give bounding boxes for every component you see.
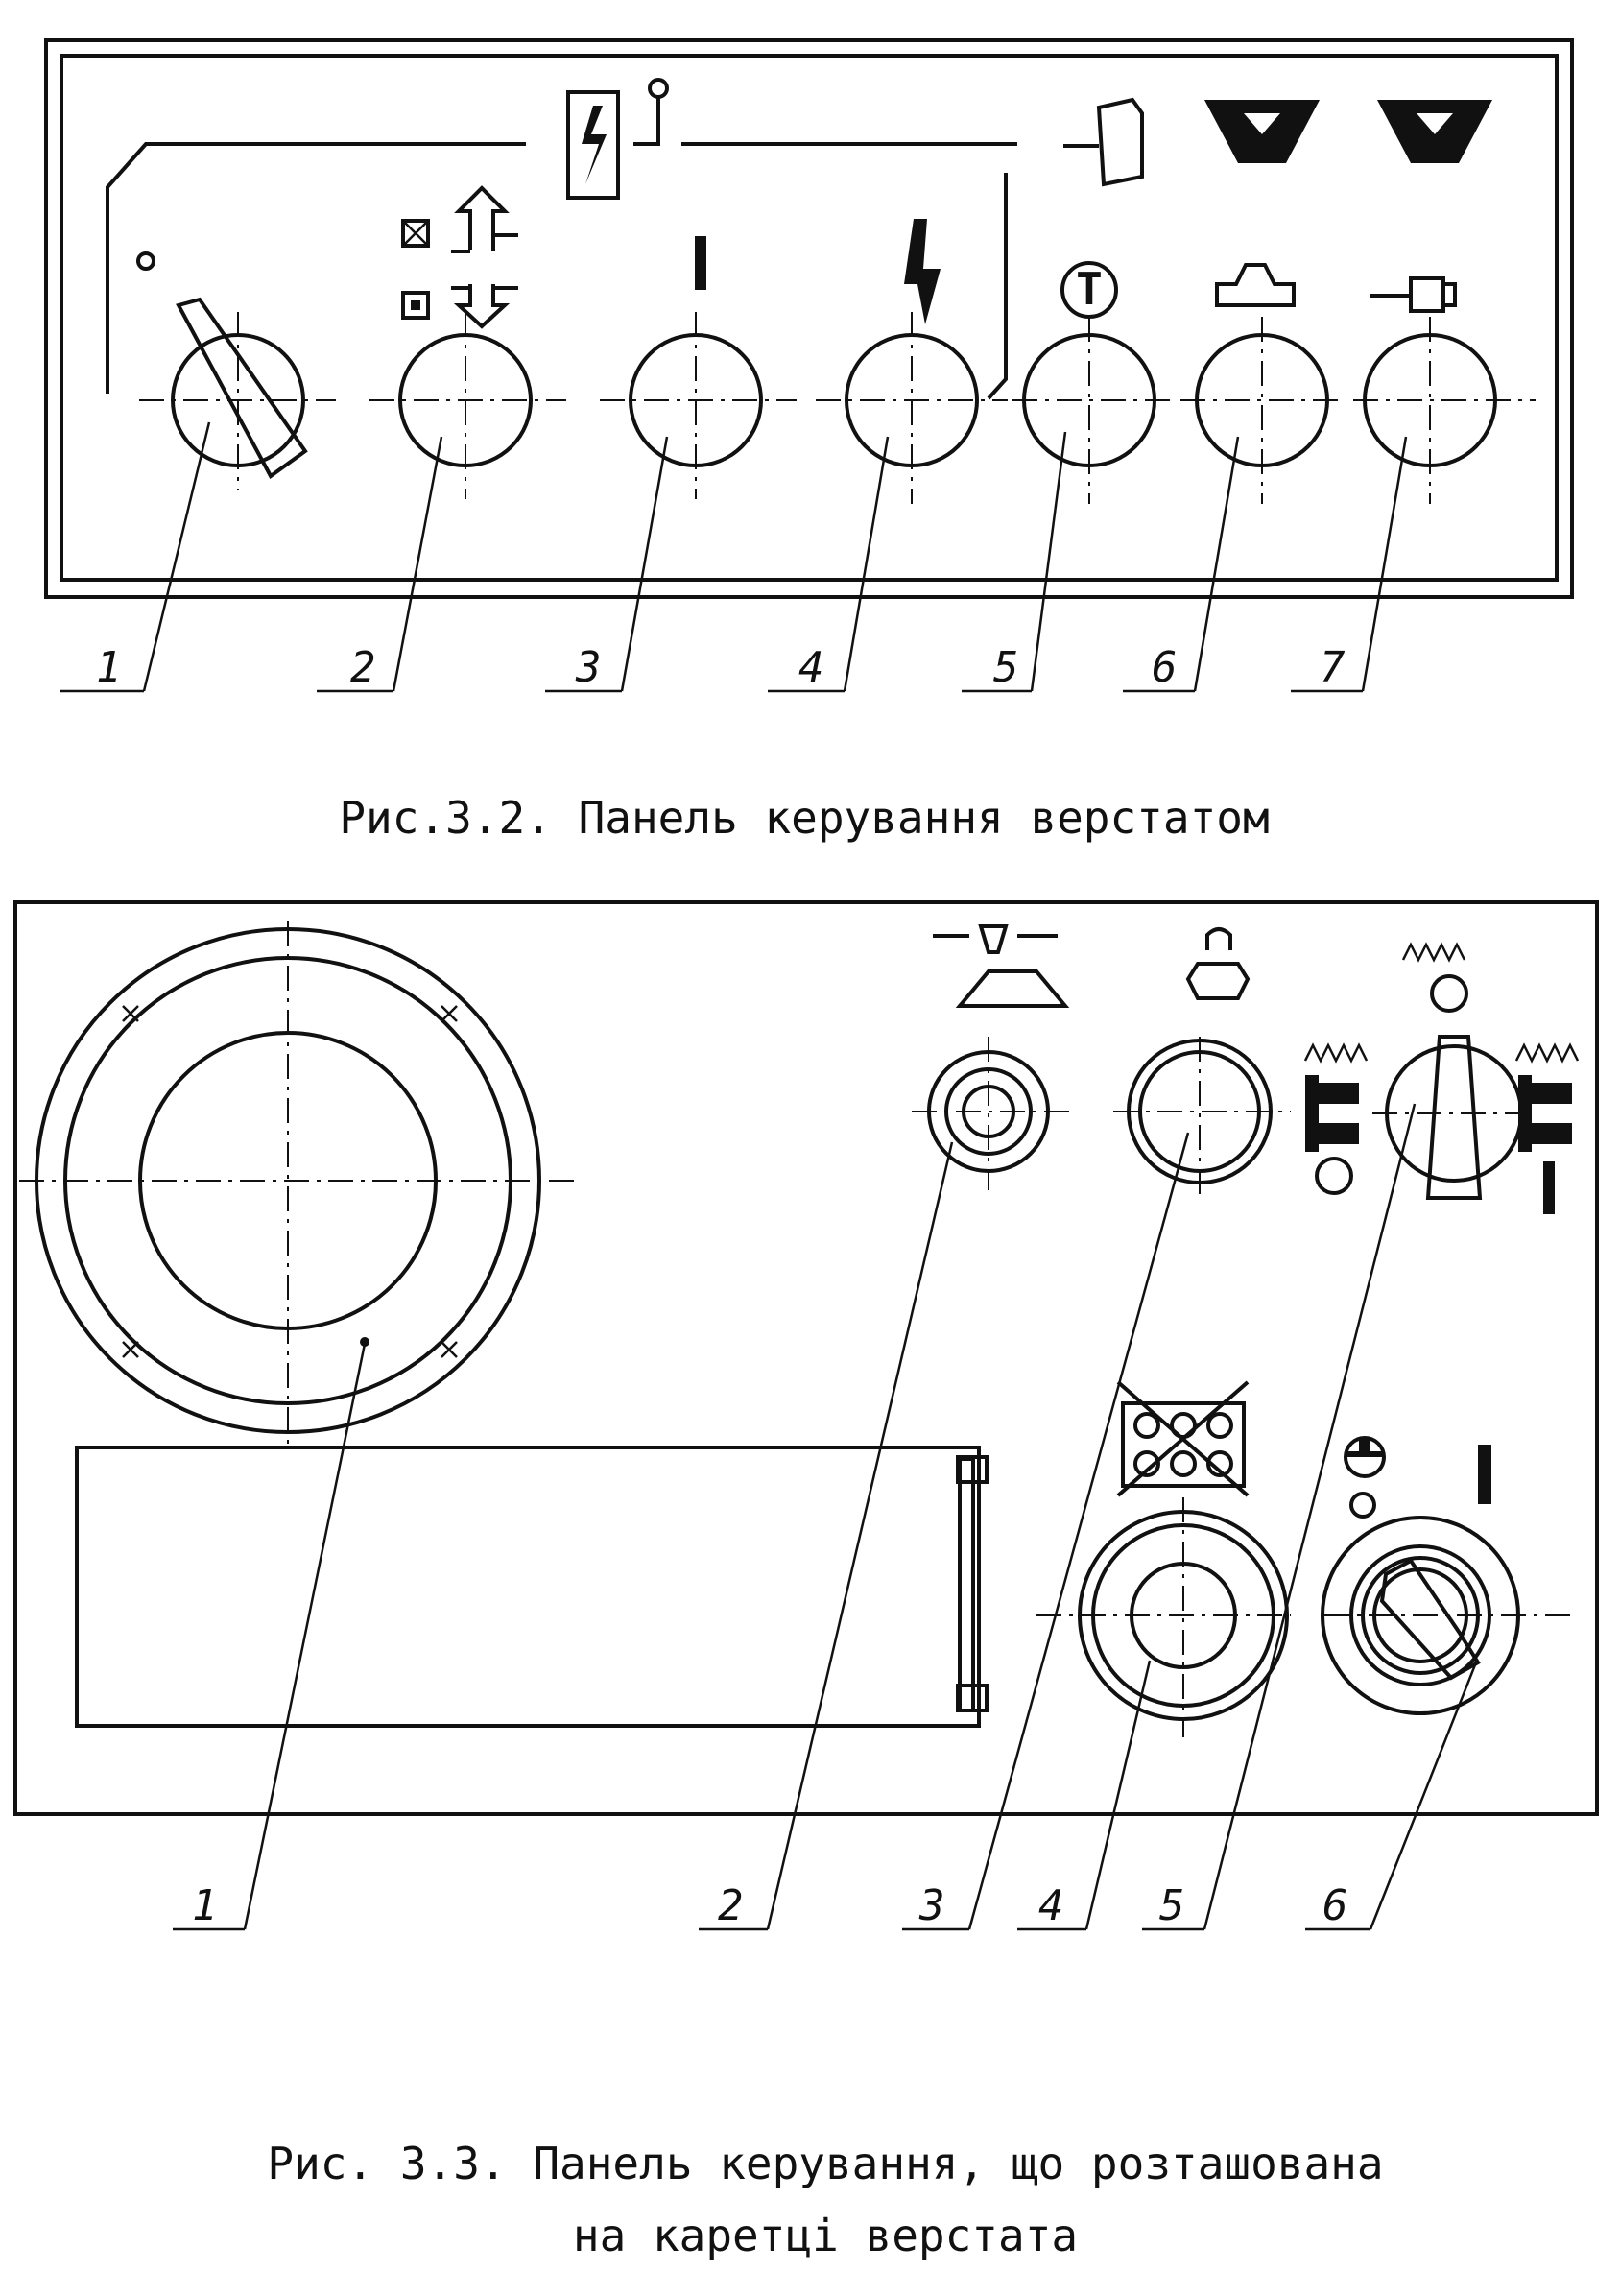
coolant-switch-icon xyxy=(1303,942,1580,1214)
v-block-icon xyxy=(1377,100,1492,163)
v-block-icon xyxy=(1204,100,1320,163)
up-down-arrows-icon xyxy=(401,185,518,329)
wire-line-drop xyxy=(987,173,1008,400)
clamp-icon xyxy=(1215,263,1296,307)
label-7: 7 xyxy=(1320,643,1346,692)
spindle-small-icon xyxy=(1370,276,1457,313)
chuck-icon xyxy=(1185,927,1251,1000)
label-4: 4 xyxy=(1038,1881,1064,1930)
callout-labels-fig2: 1 2 3 4 5 6 xyxy=(173,1103,1478,1931)
rotary-switch-icon xyxy=(136,251,336,490)
on-mark-icon xyxy=(695,236,706,290)
cone-icon xyxy=(933,924,1070,1008)
figure-1-caption: Рис.3.2. Панель керування верстатом xyxy=(339,792,1269,844)
label-2: 2 xyxy=(718,1881,744,1930)
handwheel-icon xyxy=(19,921,581,1445)
t-circle-icon: T xyxy=(1060,261,1118,319)
figure-3-2: T xyxy=(44,38,1574,844)
lightning-box-icon xyxy=(566,78,669,200)
panel-inner-frame xyxy=(60,54,1559,582)
label-1: 1 xyxy=(96,643,122,692)
callout-labels-fig1: 1 2 3 4 5 6 7 xyxy=(60,421,1408,693)
carriage-panel-frame xyxy=(13,900,1599,1816)
wire-line-left xyxy=(106,142,526,394)
label-3: 3 xyxy=(918,1881,945,1930)
label-5: 5 xyxy=(1159,1881,1185,1930)
label-5: 5 xyxy=(993,643,1019,692)
label-6: 6 xyxy=(1152,643,1178,692)
lightning-icon xyxy=(904,219,941,324)
figure-3-3: 1 2 3 4 5 6 Рис. 3.3. Панель керування, … xyxy=(13,900,1599,2261)
figure-2-caption-line1: Рис. 3.3. Панель керування, що розташова… xyxy=(267,2138,1383,2189)
display-screen-icon xyxy=(75,1446,989,1728)
t-symbol-text: T xyxy=(1076,263,1103,315)
label-2: 2 xyxy=(350,643,376,692)
label-4: 4 xyxy=(798,643,824,692)
spindle-icon xyxy=(1063,97,1144,187)
emergency-stop-icon xyxy=(1116,1380,1250,1497)
figure-2-caption-line2: на каретці верстата xyxy=(573,2210,1078,2261)
label-6: 6 xyxy=(1322,1881,1348,1930)
key-switch-icon xyxy=(1321,1436,1574,1715)
label-1: 1 xyxy=(192,1881,218,1930)
label-3: 3 xyxy=(575,643,602,692)
panel-outer-frame xyxy=(44,38,1574,599)
